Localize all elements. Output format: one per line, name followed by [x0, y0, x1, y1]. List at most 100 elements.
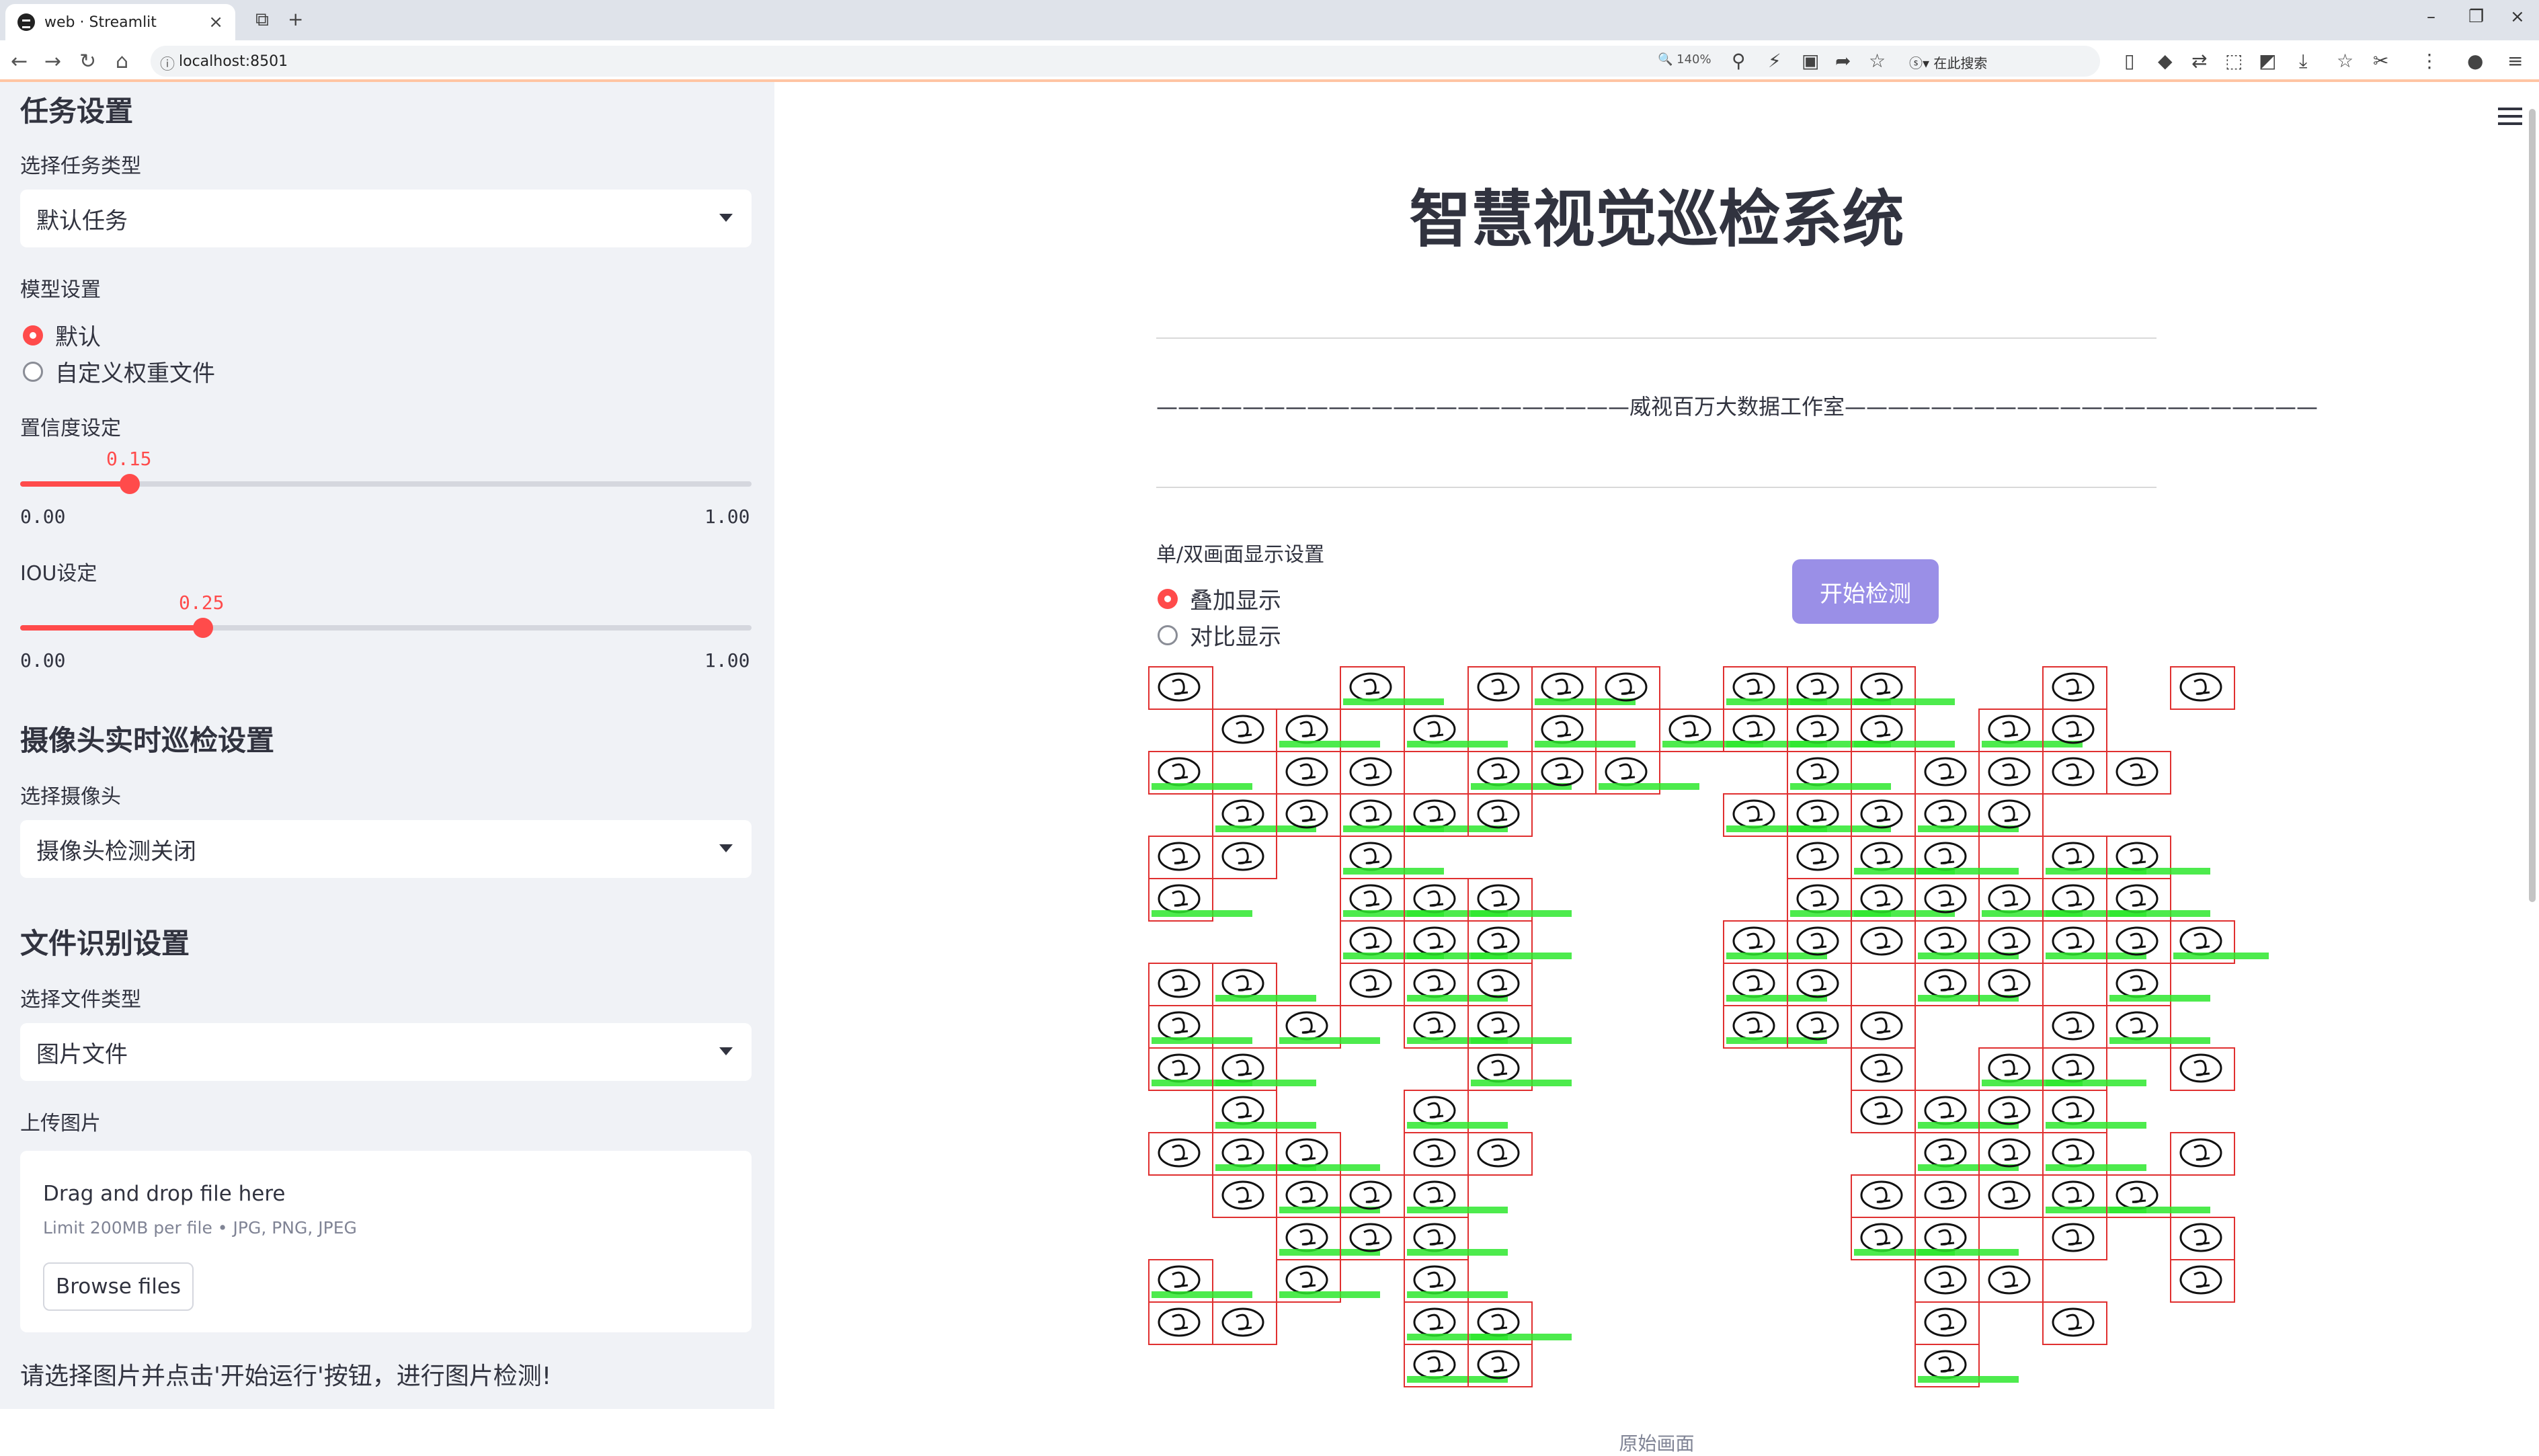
start-detection-button[interactable]: 开始检测	[1792, 559, 1939, 624]
scrollbar[interactable]	[2529, 109, 2536, 902]
restore-icon[interactable]: ❐	[2468, 7, 2485, 27]
main-menu-icon[interactable]	[2498, 108, 2522, 125]
share-icon[interactable]: ➦	[1835, 50, 1851, 72]
model-option-custom[interactable]: 自定义权重文件	[23, 355, 215, 388]
browser-tab[interactable]: web · Streamlit ×	[5, 4, 235, 40]
lightning-icon[interactable]: ⚡	[1768, 50, 1781, 72]
profile-avatar-icon[interactable]: ●	[2467, 50, 2484, 72]
confidence-slider[interactable]	[20, 474, 752, 494]
detection-box	[1212, 836, 1277, 879]
detection-box	[1851, 709, 1955, 752]
tab-close-icon[interactable]: ×	[208, 12, 223, 32]
divider	[1156, 487, 2157, 488]
translate-extension-icon[interactable]: ⇄	[2191, 50, 2208, 72]
detection-box	[2042, 1005, 2107, 1049]
tab-groups-icon[interactable]: ⧉	[255, 8, 269, 30]
chevron-down-icon	[719, 844, 733, 852]
minimize-icon[interactable]: –	[2427, 7, 2435, 27]
radio-selected-icon	[1158, 588, 1178, 609]
detection-box	[1276, 1259, 1380, 1303]
detection-box	[2106, 1174, 2210, 1218]
detection-box	[2042, 1132, 2146, 1176]
download-icon[interactable]: ⤓	[2299, 50, 2308, 72]
detection-box	[1467, 878, 1572, 922]
model-option-label: 自定义权重文件	[55, 360, 215, 387]
extension-icon[interactable]: ▣	[1802, 50, 1820, 72]
detection-box	[2170, 920, 2269, 964]
detection-box	[2042, 1217, 2107, 1260]
iou-slider[interactable]	[20, 618, 752, 638]
display-option-compare[interactable]: 对比显示	[1158, 618, 1281, 651]
zoom-level: 140%	[1677, 52, 1711, 67]
collection-icon[interactable]: ⬚	[2225, 50, 2243, 72]
zoom-indicator[interactable]: 🔍 140%	[1658, 52, 1711, 67]
sidebar: 任务设置 选择任务类型 默认任务 模型设置 默认 自定义权重文件 置信度设定 0…	[0, 82, 774, 1409]
url-field[interactable]: ⓘ localhost:8501	[151, 46, 2100, 77]
capture-icon[interactable]: ◩	[2259, 50, 2277, 72]
detection-box	[1148, 1005, 1252, 1049]
display-option-overlay[interactable]: 叠加显示	[1158, 582, 1281, 615]
more-menu-icon[interactable]: ⋮	[2420, 50, 2439, 72]
detection-box	[1276, 751, 1341, 795]
search-engine-box[interactable]: ⓢ▾ 在此搜索	[1909, 55, 1988, 71]
new-tab-icon[interactable]: +	[288, 8, 304, 30]
sidebar-instruction: 请选择图片并点击'开始运行'按钮，进行图片检测!	[20, 1363, 552, 1390]
tab-title: web · Streamlit	[44, 13, 157, 31]
detection-box	[1404, 793, 1508, 837]
browse-files-button[interactable]: Browse files	[43, 1262, 194, 1311]
detection-result-image	[1148, 666, 2269, 1387]
detection-box	[1148, 963, 1213, 1006]
model-option-default[interactable]: 默认	[23, 319, 101, 352]
display-option-label: 叠加显示	[1190, 588, 1281, 614]
detection-box	[2170, 1217, 2235, 1260]
favorite-star-icon[interactable]: ☆	[1869, 50, 1886, 72]
detection-box	[1595, 751, 1699, 795]
detection-box	[1467, 920, 1572, 964]
detection-box	[1148, 878, 1252, 922]
url-text: localhost:8501	[179, 52, 288, 70]
file-type-label: 选择文件类型	[20, 988, 141, 1012]
detection-box	[1915, 1217, 2019, 1260]
iou-slider-thumb[interactable]	[193, 618, 213, 638]
confidence-slider-fill	[20, 481, 130, 487]
confidence-min: 0.00	[20, 505, 66, 528]
detection-box	[1276, 1132, 1380, 1176]
camera-select[interactable]: 摄像头检测关闭	[20, 820, 752, 878]
radio-unselected-icon	[23, 361, 43, 382]
reader-icon[interactable]: ▯	[2124, 50, 2135, 72]
divider	[1156, 337, 2157, 339]
dropzone-limit: Limit 200MB per file • JPG, PNG, JPEG	[43, 1218, 357, 1238]
task-type-select[interactable]: 默认任务	[20, 190, 752, 247]
confidence-slider-thumb[interactable]	[120, 474, 140, 494]
detection-box	[1851, 1174, 1916, 1218]
detection-box	[1148, 1301, 1213, 1345]
browser-menu-icon[interactable]: ≡	[2507, 50, 2524, 72]
file-dropzone[interactable]: Drag and drop file here Limit 200MB per …	[20, 1151, 752, 1332]
site-info-icon[interactable]: ⓘ	[160, 56, 175, 73]
detection-box	[1212, 1301, 1277, 1345]
file-type-select[interactable]: 图片文件	[20, 1023, 752, 1081]
detection-box	[2042, 1090, 2146, 1133]
detection-box	[2106, 836, 2210, 879]
display-mode-label: 单/双画面显示设置	[1156, 543, 1325, 567]
model-settings-label: 模型设置	[20, 278, 101, 302]
detection-box	[1148, 1132, 1213, 1176]
camera-label: 选择摄像头	[20, 785, 121, 809]
detection-box	[1915, 1174, 1980, 1218]
reload-icon[interactable]: ↻	[79, 50, 97, 73]
translate-icon[interactable]: ⚲	[1732, 50, 1746, 72]
detection-box	[1404, 1259, 1508, 1303]
back-icon[interactable]: ←	[11, 50, 28, 73]
forward-icon[interactable]: →	[44, 50, 62, 73]
detection-box	[2106, 878, 2210, 922]
window-close-icon[interactable]: ×	[2510, 7, 2525, 27]
detection-box	[1404, 1132, 1469, 1176]
confidence-max: 1.00	[704, 505, 750, 528]
chevron-down-icon	[719, 214, 733, 222]
bookmark-star-icon[interactable]: ☆	[2337, 50, 2354, 72]
home-icon[interactable]: ⌂	[116, 50, 129, 73]
color-extension-icon[interactable]: ◆	[2158, 50, 2173, 72]
screenshot-icon[interactable]: ✂	[2373, 50, 2389, 72]
detection-box	[1978, 1174, 2044, 1218]
detection-box	[1851, 1090, 1916, 1133]
